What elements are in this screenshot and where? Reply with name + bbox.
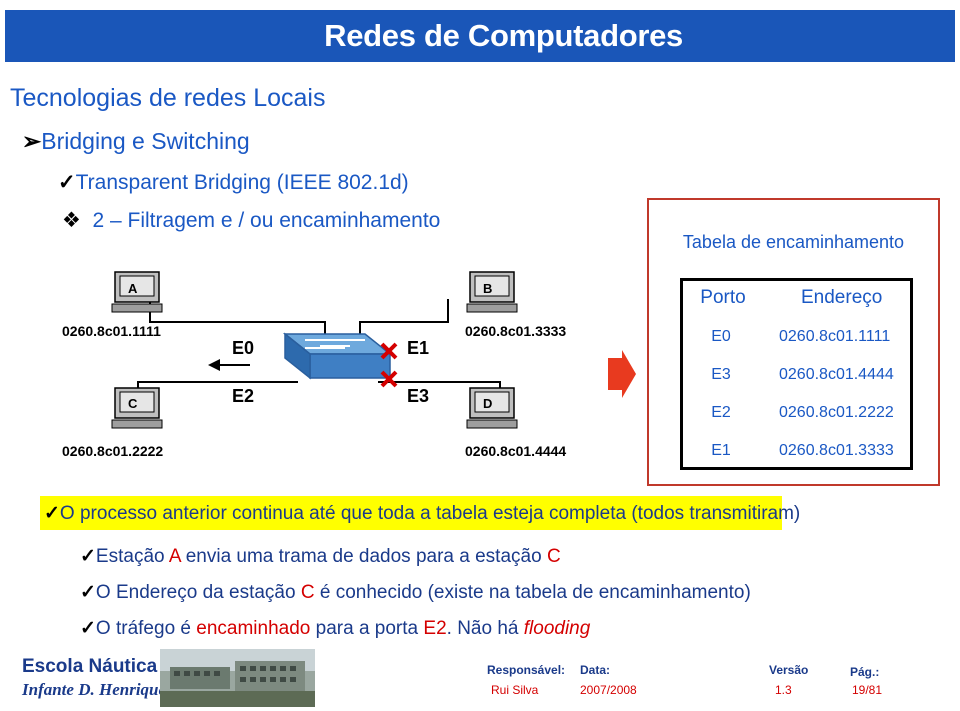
address-c: 0260.8c01.2222 — [62, 443, 163, 459]
table-cell-port: E1 — [711, 442, 731, 459]
bullet-filtragem-text: 2 – Filtragem e / ou encaminhamento — [92, 209, 441, 232]
text-encaminhado: encaminhado — [196, 618, 311, 639]
section-title: Tecnologias de redes Locais — [10, 84, 326, 112]
text-segment: envia uma trama de dados para a estação — [180, 546, 547, 567]
building-photo — [160, 649, 315, 707]
header-bar: Redes de Computadores — [5, 10, 955, 62]
text-segment: O tráfego é — [95, 618, 197, 639]
table-cell-port: E3 — [711, 366, 731, 383]
check-icon: ✓ — [80, 618, 96, 639]
column-header-endereco: Endereço — [801, 287, 883, 308]
table-cell-address: 0260.8c01.1111 — [779, 328, 891, 345]
text-port-e2: E2 — [423, 618, 447, 639]
station-a-label: A — [128, 281, 138, 296]
text-station-c: C — [546, 546, 561, 567]
text-segment: para a porta — [310, 618, 424, 639]
table-cell-address: 0260.8c01.2222 — [779, 404, 894, 421]
port-e2: E2 — [232, 386, 254, 406]
wire-c — [137, 381, 298, 402]
text-segment: Estação — [95, 546, 169, 567]
text-flooding: flooding — [523, 618, 591, 639]
highlight-band — [40, 496, 782, 530]
port-e3: E3 — [407, 386, 429, 406]
table-row: E3 0260.8c01.4444 — [683, 357, 910, 395]
blocked-x-icon — [380, 342, 398, 388]
text-segment: . Não há — [446, 618, 524, 639]
table-cell-port: E2 — [711, 404, 731, 421]
forwarding-table: Porto Endereço E0 0260.8c01.1111 E3 0260… — [680, 278, 913, 470]
bullet-transparent: ✓Transparent Bridging (IEEE 802.1d) — [58, 170, 409, 195]
port-e0: E0 — [232, 338, 254, 358]
header: Redes de Computadores — [0, 0, 960, 68]
diamond-bullet-icon: ❖ — [62, 209, 81, 232]
address-b: 0260.8c01.3333 — [465, 323, 566, 339]
check-icon: ✓ — [80, 582, 96, 603]
station-a-icon — [111, 271, 163, 313]
address-a: 0260.8c01.1111 — [62, 323, 161, 339]
text-line-4: ✓O tráfego é encaminhado para a porta E2… — [80, 617, 590, 640]
text-line-1: ✓O processo anterior continua até que to… — [44, 502, 800, 525]
check-icon: ✓ — [58, 171, 76, 194]
station-b-icon — [466, 271, 518, 313]
station-b-label: B — [483, 281, 492, 296]
footer-data: 2007/2008 — [580, 683, 637, 697]
table-row: E0 0260.8c01.1111 — [683, 319, 910, 357]
text-segment: O Endereço da estação — [95, 582, 301, 603]
port-e1: E1 — [407, 338, 429, 358]
table-header-row: Porto Endereço — [683, 281, 910, 319]
check-icon: ✓ — [44, 503, 60, 524]
table-cell-address: 0260.8c01.4444 — [779, 366, 894, 383]
footer-responsavel-label: Responsável: — [487, 663, 566, 677]
text-station-a: A — [168, 546, 181, 567]
footer-responsavel: Rui Silva — [491, 683, 539, 697]
station-d-label: D — [483, 396, 492, 411]
table-cell-port: E0 — [711, 328, 731, 345]
bullet-transparent-text: Transparent Bridging (IEEE 802.1d) — [75, 171, 409, 194]
bullet-bridging: ➢Bridging e Switching — [22, 128, 250, 155]
station-d-icon — [466, 387, 518, 429]
arrow-bullet-icon: ➢ — [22, 128, 42, 154]
footer-versao-label: Versão — [769, 663, 809, 677]
big-arrow-icon — [608, 350, 636, 398]
footer-pag: 19/81 — [852, 683, 883, 697]
footer-versao: 1.3 — [775, 683, 792, 697]
switch-icon — [282, 332, 393, 380]
table-row: E2 0260.8c01.2222 — [683, 395, 910, 433]
text-segment: é conhecido (existe na tabela de encamin… — [314, 582, 751, 603]
bullet-filtragem: ❖ 2 – Filtragem e / ou encaminhamento — [62, 208, 440, 233]
station-c-icon — [111, 387, 163, 429]
school-name: Escola Náutica — [22, 656, 158, 677]
traffic-arrow-e0 — [208, 359, 250, 371]
text-station-c: C — [300, 582, 315, 603]
text-line-3: ✓O Endereço da estação C é conhecido (ex… — [80, 581, 751, 604]
check-icon: ✓ — [80, 546, 96, 567]
school-subtitle: Infante D. Henrique — [22, 680, 167, 699]
station-c-label: C — [128, 396, 138, 411]
text-line-2: ✓Estação A envia uma trama de dados para… — [80, 545, 561, 568]
text-line-1-content: O processo anterior continua até que tod… — [59, 503, 801, 524]
column-header-porto: Porto — [700, 287, 746, 308]
network-diagram: A B C D 0260.8c01.1111 0260.8c01.3333 02… — [60, 262, 600, 462]
table-cell-address: 0260.8c01.3333 — [779, 442, 894, 459]
table-row: E1 0260.8c01.3333 — [683, 433, 910, 471]
forwarding-table-caption: Tabela de encaminhamento — [682, 232, 905, 252]
wire-b — [359, 299, 449, 346]
forwarding-table-panel: Tabela de encaminhamento Porto Endereço … — [647, 198, 940, 486]
address-d: 0260.8c01.4444 — [465, 443, 566, 459]
bullet-bridging-text: Bridging e Switching — [41, 128, 250, 154]
header-title: Redes de Computadores — [324, 18, 683, 53]
footer-pag-label: Pág.: — [850, 665, 880, 679]
footer-data-label: Data: — [580, 663, 611, 677]
